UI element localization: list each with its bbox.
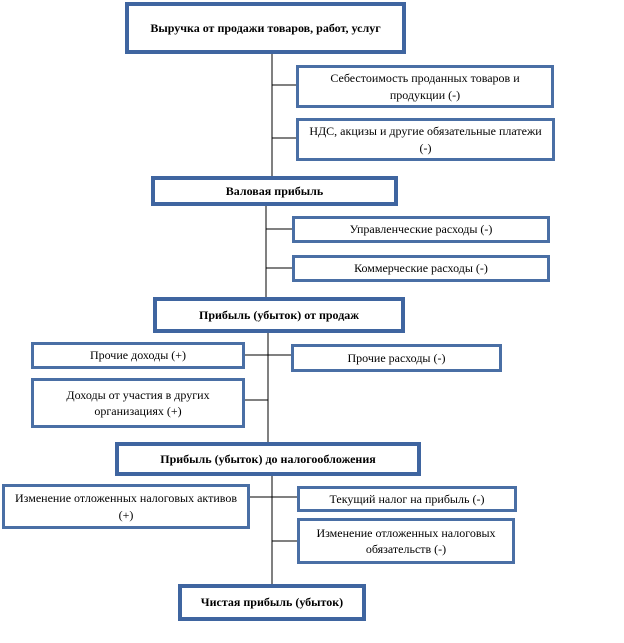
profit-from-sales-box: Прибыль (убыток) от продаж: [153, 297, 405, 333]
other-expenses-label: Прочие расходы (-): [347, 350, 446, 365]
vat-excise-label: НДС, акцизы и другие обязательные платеж…: [309, 124, 542, 155]
other-expenses-box: Прочие расходы (-): [291, 344, 502, 372]
profit-from-sales-label: Прибыль (убыток) от продаж: [199, 307, 359, 322]
deferred-tax-liabilities-box: Изменение отложенных налоговых обязатель…: [297, 518, 515, 564]
deferred-tax-assets-label: Изменение отложенных налоговых активов (…: [14, 491, 238, 522]
revenue-label: Выручка от продажи товаров, работ, услуг: [150, 20, 381, 35]
cost-of-sales-label: Себестоимость проданных товаров и продук…: [330, 71, 520, 102]
deferred-tax-assets-box: Изменение отложенных налоговых активов (…: [2, 484, 250, 529]
selling-expenses-label: Коммерческие расходы (-): [354, 261, 488, 276]
admin-expenses-label: Управленческие расходы (-): [349, 222, 493, 237]
deferred-tax-liabilities-label: Изменение отложенных налоговых обязатель…: [316, 525, 496, 556]
net-profit-box: Чистая прибыль (убыток): [178, 584, 366, 621]
participation-income-label: Доходы от участия в других организациях …: [66, 387, 210, 418]
selling-expenses-box: Коммерческие расходы (-): [292, 255, 550, 282]
other-income-box: Прочие доходы (+): [31, 342, 245, 369]
admin-expenses-box: Управленческие расходы (-): [292, 216, 550, 243]
gross-profit-label: Валовая прибыль: [225, 183, 324, 198]
revenue-box: Выручка от продажи товаров, работ, услуг: [125, 2, 406, 54]
profit-before-tax-box: Прибыль (убыток) до налогообложения: [115, 442, 421, 476]
current-tax-label: Текущий налог на прибыль (-): [329, 491, 485, 506]
other-income-label: Прочие доходы (+): [89, 348, 187, 363]
vat-excise-box: НДС, акцизы и другие обязательные платеж…: [296, 118, 555, 161]
net-profit-label: Чистая прибыль (убыток): [200, 595, 344, 610]
gross-profit-box: Валовая прибыль: [151, 176, 398, 206]
current-tax-box: Текущий налог на прибыль (-): [297, 486, 517, 512]
participation-income-box: Доходы от участия в других организациях …: [31, 378, 245, 428]
cost-of-sales-box: Себестоимость проданных товаров и продук…: [296, 65, 554, 108]
profit-before-tax-label: Прибыль (убыток) до налогообложения: [160, 451, 376, 466]
